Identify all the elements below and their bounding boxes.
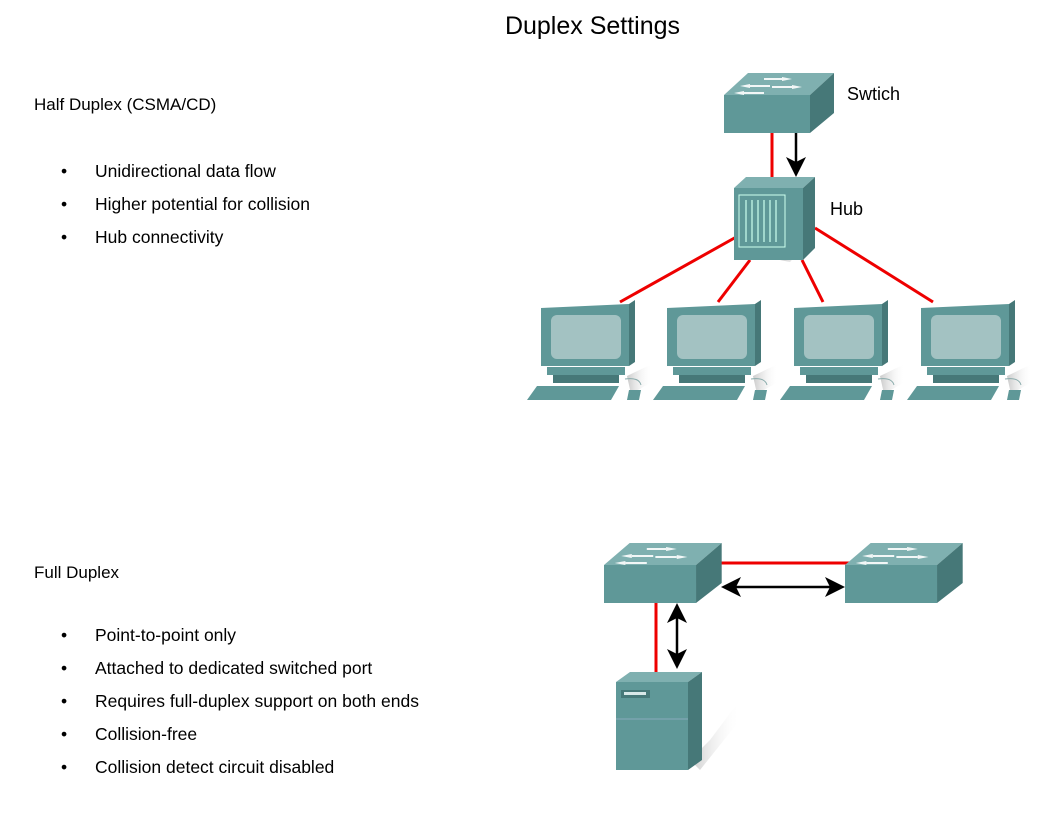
half-duplex-bullets: •Unidirectional data flow •Higher potent…	[0, 155, 455, 254]
switch-icon	[724, 73, 834, 133]
bullet-icon: •	[61, 227, 68, 247]
bullet-item: •Collision-free	[0, 718, 455, 751]
bullet-icon: •	[61, 757, 68, 777]
workstation-icon	[779, 299, 906, 401]
hub-label: Hub	[830, 199, 864, 219]
switch-icon	[845, 543, 963, 603]
bullet-icon: •	[61, 724, 68, 744]
hub-icon	[734, 177, 815, 262]
hub-pc4-link	[814, 226, 934, 304]
switch-label: Swtich	[847, 84, 901, 104]
bullet-item: •Collision detect circuit disabled	[0, 751, 455, 784]
bullet-item: •Point-to-point only	[0, 619, 455, 652]
server-icon	[616, 672, 740, 770]
bullet-icon: •	[61, 658, 68, 678]
half-duplex-heading: Half Duplex (CSMA/CD)	[34, 95, 217, 114]
workstation-icon	[526, 299, 653, 401]
workstation-icon	[906, 299, 1033, 401]
page-title: Duplex Settings	[504, 12, 681, 40]
full-duplex-heading: Full Duplex	[34, 563, 120, 582]
workstation-icon	[652, 299, 779, 401]
bullet-item: •Requires full-duplex support on both en…	[0, 685, 455, 718]
switch-icon	[604, 543, 722, 603]
bullet-icon: •	[61, 194, 68, 214]
full-duplex-bullets: •Point-to-point only •Attached to dedica…	[0, 619, 455, 784]
hub-pc1-link	[619, 234, 739, 304]
hub-pc3-link	[800, 259, 825, 303]
bullet-icon: •	[61, 625, 68, 645]
bullet-item: •Unidirectional data flow	[0, 155, 455, 188]
bullet-item: •Hub connectivity	[0, 221, 455, 254]
bullet-item: •Attached to dedicated switched port	[0, 652, 455, 685]
bullet-icon: •	[61, 161, 68, 181]
bullet-item: •Higher potential for collision	[0, 188, 455, 221]
hub-pc2-link	[716, 259, 752, 303]
bullet-icon: •	[61, 691, 68, 711]
